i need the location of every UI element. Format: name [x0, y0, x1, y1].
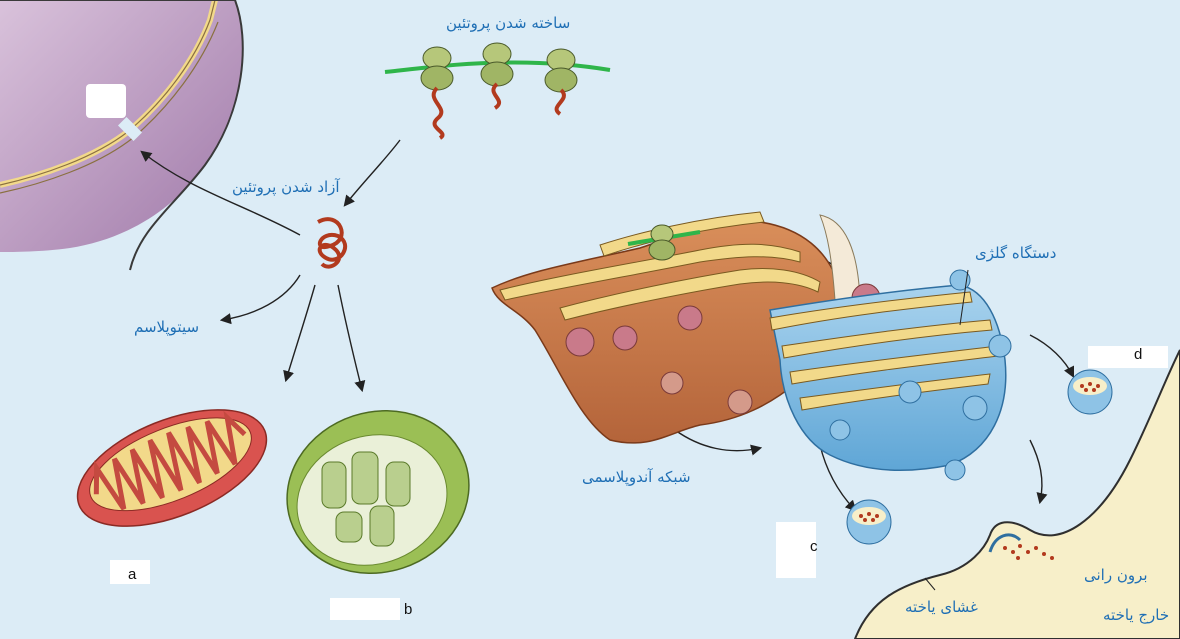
label-protein-synthesis: ساخته شدن پروتئین: [446, 14, 570, 32]
secretory-vesicle-c: [847, 500, 891, 544]
letter-c: c: [810, 538, 818, 555]
letter-d: d: [1134, 346, 1142, 363]
label-exocytosis: برون رانی: [1084, 566, 1148, 584]
secretory-vesicle-d: [1068, 370, 1112, 414]
label-cell-membrane: غشای یاخته: [905, 598, 978, 616]
label-outside-cell: خارج یاخته: [1103, 606, 1169, 624]
label-protein-release: آزاد شدن پروتئین: [232, 178, 340, 196]
label-mask-d: [1088, 346, 1168, 368]
label-cytoplasm: سیتوپلاسم: [134, 318, 199, 336]
label-mask-b: [330, 598, 400, 620]
letter-b: b: [404, 601, 412, 618]
label-endoplasmic-reticulum: شبکه آندوپلاسمی: [582, 468, 691, 486]
letter-a: a: [128, 566, 136, 583]
label-mask-nucleus: [86, 84, 126, 118]
label-golgi: دستگاه گلژی: [975, 244, 1056, 262]
